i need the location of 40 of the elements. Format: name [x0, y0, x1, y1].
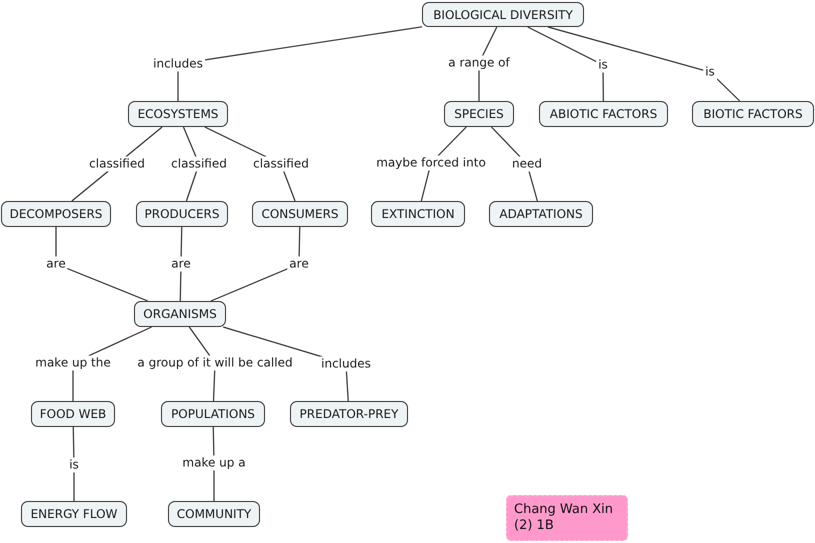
- concept-box: DECOMPOSERS: [1, 201, 111, 227]
- edge-label: make up the: [33, 356, 113, 370]
- concept-box: POPULATIONS: [161, 401, 265, 427]
- connector-line: [180, 226, 182, 302]
- edge-label: is: [596, 58, 610, 72]
- edge-label: a group of it will be called: [135, 356, 295, 370]
- concept-box: ABIOTIC FACTORS: [539, 101, 668, 127]
- concept-box: ENERGY FLOW: [21, 501, 127, 527]
- concept-box: COMMUNITY: [168, 501, 260, 527]
- connector-line: [55, 227, 148, 302]
- concept-box: ECOSYSTEMS: [128, 101, 228, 127]
- edge-label: includes: [319, 356, 373, 372]
- edge-label: includes: [151, 56, 205, 72]
- edge-label: classified: [251, 156, 311, 172]
- edge-label: make up a: [180, 456, 248, 470]
- edge-label: is: [703, 64, 717, 80]
- edge-label: classified: [87, 156, 147, 172]
- edge-label: maybe forced into: [374, 156, 488, 170]
- connector-line: [548, 26, 740, 102]
- edge-label: a range of: [446, 56, 512, 70]
- edge-label: are: [287, 256, 311, 272]
- concept-box: ORGANISMS: [134, 301, 226, 327]
- concept-box: ADAPTATIONS: [489, 201, 593, 227]
- connector-line: [527, 26, 604, 101]
- name-tag: Chang Wan Xin (2) 1B: [506, 495, 628, 541]
- edge-label: are: [44, 256, 68, 272]
- concept-box: EXTINCTION: [371, 201, 465, 227]
- concept-box: BIOTIC FACTORS: [692, 101, 814, 127]
- concept-box: BIOLOGICAL DIVERSITY: [422, 2, 584, 27]
- edge-label: need: [510, 156, 544, 172]
- concept-box: FOOD WEB: [31, 401, 115, 427]
- edge-label: is: [67, 458, 81, 472]
- concept-box: CONSUMERS: [252, 201, 348, 227]
- connector-line: [72, 426, 75, 501]
- concept-box: PREDATOR-PREY: [290, 401, 408, 427]
- edge-label: classified: [169, 156, 229, 172]
- connector-line: [210, 226, 300, 302]
- edge-label: are: [169, 256, 193, 272]
- concept-box: PRODUCERS: [136, 201, 228, 227]
- concept-box: SPECIES: [444, 101, 514, 127]
